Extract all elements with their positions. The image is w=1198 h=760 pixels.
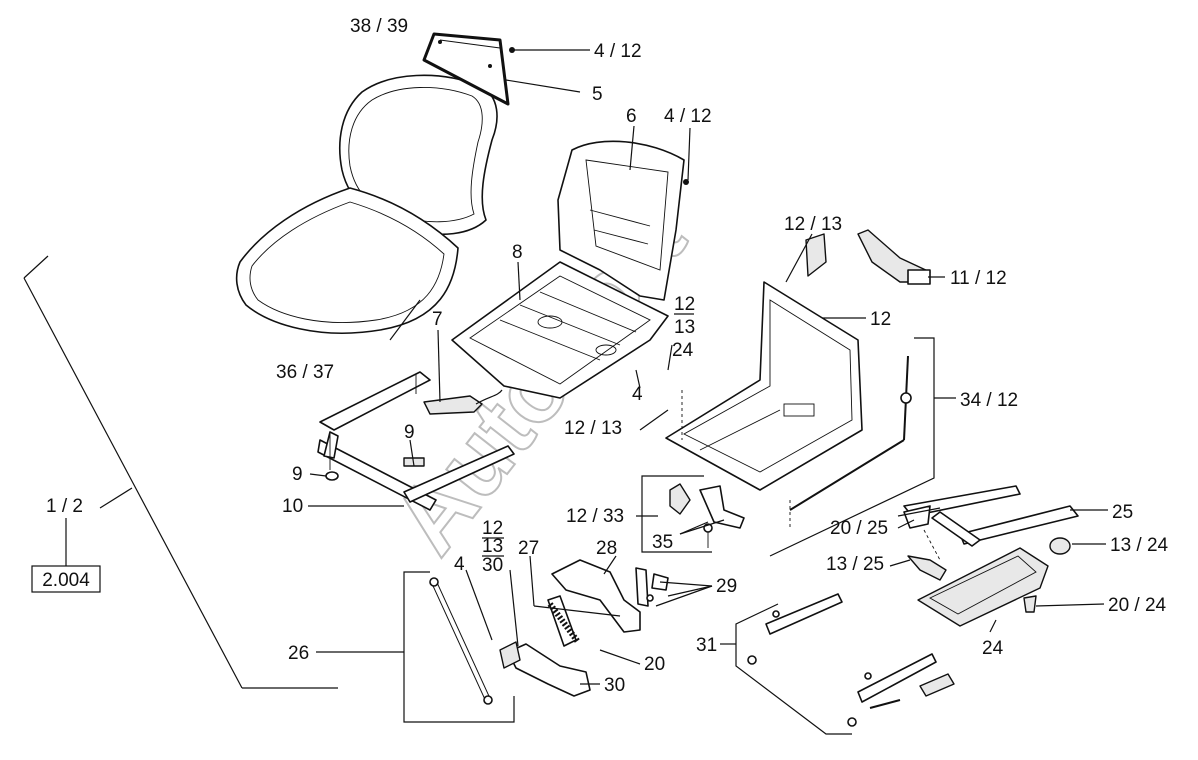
spring-clip	[907, 555, 947, 581]
base-tray	[917, 547, 1049, 627]
seat-cushion	[235, 187, 459, 334]
label-35: 35	[652, 532, 673, 553]
washer-icon	[325, 471, 339, 481]
support-brackets	[669, 483, 745, 548]
label-13-25: 13 / 25	[826, 554, 884, 575]
label-34-12: 34 / 12	[960, 390, 1018, 411]
label-6: 6	[626, 106, 637, 127]
label-20-24: 20 / 24	[1108, 595, 1167, 616]
label-24-upper: 24	[672, 340, 694, 361]
label-27: 27	[518, 538, 539, 559]
base-rails	[903, 485, 1079, 547]
label-20-25: 20 / 25	[830, 518, 888, 539]
knob-icon	[1049, 537, 1071, 555]
leader-lines	[23, 49, 1108, 735]
label-13-24: 13 / 24	[1110, 535, 1169, 556]
fraction-12-13-30-top: 12	[482, 518, 503, 539]
reference-box	[31, 565, 101, 593]
link-brackets	[635, 567, 669, 607]
label-30: 30	[604, 675, 625, 696]
label-12-13-mid: 12 / 13	[564, 418, 622, 439]
label-1-2: 1 / 2	[46, 496, 83, 517]
label-10: 10	[282, 496, 303, 517]
label-31: 31	[696, 635, 717, 656]
label-5: 5	[592, 84, 603, 105]
label-25: 25	[1112, 502, 1133, 523]
fraction-12-13-bottom: 13	[674, 317, 695, 338]
seat-frame-box	[665, 281, 863, 491]
reference-box-label: 2.004	[42, 570, 90, 591]
label-4-lower: 4	[454, 554, 465, 575]
backrest-frame	[557, 140, 685, 301]
label-4-upper: 4	[632, 384, 643, 405]
label-29: 29	[716, 576, 737, 597]
label-38-39: 38 / 39	[350, 16, 408, 37]
gas-spring	[429, 577, 493, 705]
label-12: 12	[870, 309, 891, 330]
fraction-12-13-top: 12	[674, 294, 695, 315]
screw-icon	[683, 179, 689, 185]
top-panel	[422, 32, 510, 106]
label-8: 8	[512, 242, 523, 263]
label-9-upper: 9	[404, 422, 415, 443]
fraction-12-13-30-mid: 13	[482, 536, 503, 557]
label-20: 20	[644, 654, 665, 675]
label-11-12: 11 / 12	[950, 268, 1007, 289]
label-12-13-top: 12 / 13	[784, 214, 842, 235]
side-bracket	[857, 229, 931, 285]
backrest-cushion	[339, 74, 498, 236]
small-bracket	[805, 233, 827, 277]
label-4-12-mid: 4 / 12	[664, 106, 712, 127]
label-26: 26	[288, 643, 309, 664]
seat-pan	[451, 261, 669, 399]
label-7: 7	[432, 309, 443, 330]
fraction-12-13-30-bottom: 30	[482, 555, 503, 576]
label-4-12-top: 4 / 12	[594, 41, 642, 62]
slide-rails	[747, 593, 955, 727]
label-12-33: 12 / 33	[566, 506, 624, 527]
adjust-rod	[789, 355, 912, 511]
label-9-lower: 9	[292, 464, 303, 485]
label-36-37: 36 / 37	[276, 362, 334, 383]
screw-icon	[509, 47, 515, 53]
lower-frame	[317, 371, 515, 511]
grip-icon	[1023, 595, 1037, 613]
adjust-handle	[423, 395, 483, 415]
label-24-lower: 24	[982, 638, 1004, 659]
suspension-spring-assembly	[499, 559, 641, 697]
label-28: 28	[596, 538, 617, 559]
